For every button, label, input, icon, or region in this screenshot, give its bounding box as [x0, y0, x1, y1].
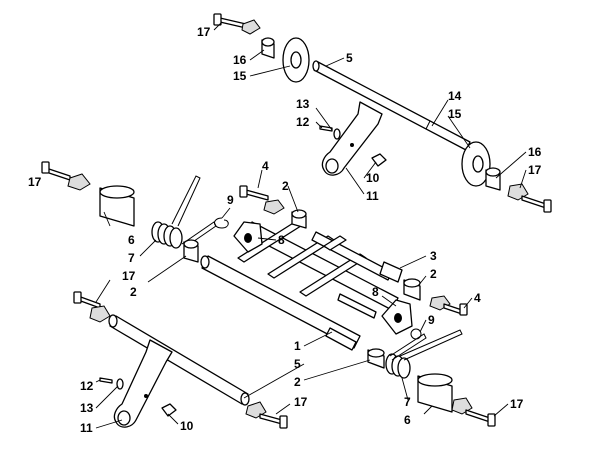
callout-2: 2	[430, 267, 437, 281]
callout-17: 17	[122, 269, 136, 283]
bolt-4-top	[245, 189, 269, 201]
callout-5: 5	[346, 51, 353, 65]
leader-lines	[95, 21, 527, 429]
upper-axle-end-left	[312, 60, 320, 72]
callout-2: 2	[130, 285, 137, 299]
callout-11: 11	[80, 421, 93, 435]
bolt-17-bottomright	[465, 409, 491, 423]
callout-6: 6	[128, 233, 135, 247]
callout-10: 10	[366, 171, 380, 185]
callout-14: 14	[448, 89, 462, 103]
callout-7: 7	[404, 395, 411, 409]
left-spring-assembly	[41, 161, 217, 263]
left-torsion-spring	[151, 175, 217, 249]
callout-15: 15	[448, 107, 462, 121]
callout-8: 8	[372, 285, 379, 299]
left-cap-17	[67, 173, 91, 191]
callout-4: 4	[474, 291, 481, 305]
callout-2: 2	[282, 179, 289, 193]
callout-10: 10	[180, 419, 194, 433]
callout-7: 7	[128, 251, 135, 265]
callout-2: 2	[294, 375, 301, 389]
callout-16: 16	[528, 145, 542, 159]
upper-cap-left	[241, 19, 261, 35]
callout-3: 3	[430, 249, 437, 263]
lower-nut	[161, 403, 177, 417]
bolt-4-right	[443, 303, 463, 315]
center-frame	[200, 219, 403, 351]
callout-13: 13	[296, 97, 310, 111]
top-center-parts	[214, 185, 307, 253]
callout-17: 17	[528, 163, 542, 177]
clip-9-top	[214, 217, 229, 229]
callout-12: 12	[80, 379, 94, 393]
upper-small-bolt	[319, 125, 333, 132]
callout-17: 17	[294, 395, 308, 409]
callout-17: 17	[510, 397, 524, 411]
right-end-tube	[379, 261, 403, 283]
upper-swing-arm-eye	[325, 158, 339, 174]
lower-bolt-17	[259, 413, 283, 425]
callout-9: 9	[227, 193, 234, 207]
lower-small-bolt	[99, 377, 113, 384]
callout-labels: 17 16 15 5 14 15 13 12 10 11 16 17 17 6 …	[28, 25, 542, 435]
callout-1: 1	[294, 339, 301, 353]
callout-12: 12	[296, 115, 310, 129]
callout-6: 6	[404, 413, 411, 427]
bottom-axle-assembly	[73, 291, 288, 429]
callout-4: 4	[262, 159, 269, 173]
callout-17: 17	[197, 25, 211, 39]
callout-17: 17	[28, 175, 42, 189]
top-axle-assembly	[213, 13, 552, 213]
upper-bolt-right	[521, 195, 547, 209]
callout-5: 5	[294, 357, 301, 371]
right-parts	[367, 278, 496, 427]
right-torsion-spring	[385, 329, 463, 379]
callout-9: 9	[428, 313, 435, 327]
callout-16: 16	[233, 53, 247, 67]
callout-13: 13	[80, 401, 94, 415]
callout-8: 8	[278, 233, 285, 247]
upper-swing-arm	[321, 101, 383, 176]
callout-15: 15	[233, 69, 247, 83]
callout-11: 11	[366, 189, 379, 203]
upper-nut	[371, 153, 387, 167]
